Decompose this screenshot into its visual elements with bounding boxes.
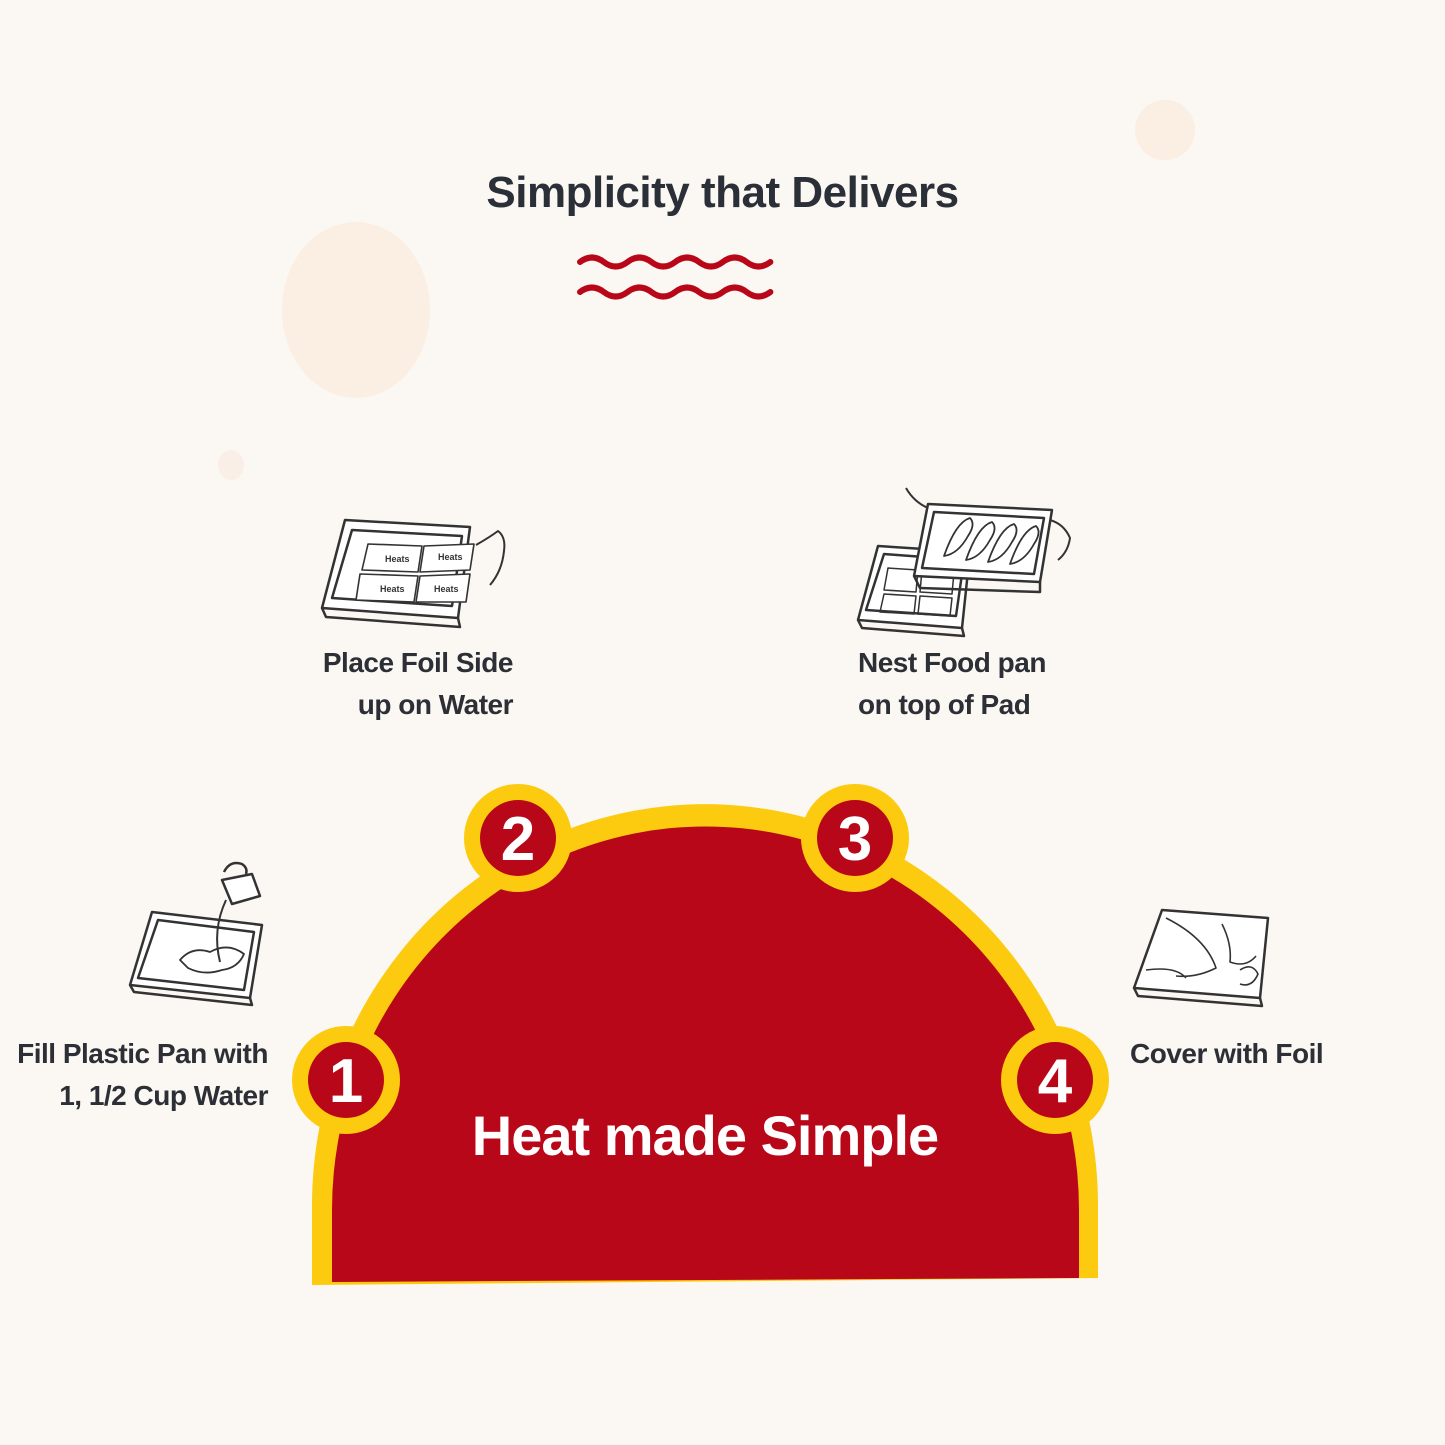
- svg-text:Heats: Heats: [434, 584, 459, 594]
- foil-covered-pan-icon: [1132, 908, 1270, 1008]
- step-number-1: 1: [329, 1047, 363, 1116]
- pad-in-pan-icon: Heats Heats Heats Heats: [320, 518, 506, 629]
- page-title: Simplicity that Delivers: [486, 168, 959, 217]
- svg-text:Heats: Heats: [380, 584, 405, 594]
- step-label-4: Cover with Foil: [1130, 1038, 1324, 1069]
- water-pour-pan-icon: [128, 861, 264, 1007]
- background-blob: [1135, 100, 1195, 160]
- step-label-2: Place Foil Side up on Water: [322, 647, 514, 720]
- semicircle-red-fill: [332, 826, 1079, 1282]
- background-blob: [282, 222, 430, 398]
- step-number-3: 3: [838, 805, 872, 874]
- step-label-3: Nest Food pan on top of Pad: [858, 647, 1046, 720]
- step-number-4: 4: [1038, 1047, 1073, 1116]
- svg-text:Heats: Heats: [438, 552, 463, 562]
- background-blob: [218, 450, 244, 480]
- center-heading: Heat made Simple: [471, 1104, 939, 1167]
- step-label-1: Fill Plastic Pan with 1, 1/2 Cup Water: [17, 1038, 268, 1111]
- step-badge-3: 3: [801, 784, 909, 892]
- food-pan-nest-icon: [856, 487, 1071, 638]
- step-badge-2: 2: [464, 784, 572, 892]
- step-number-2: 2: [501, 805, 535, 874]
- wavy-divider: [577, 254, 774, 300]
- step-badge-1: 1: [292, 1026, 400, 1134]
- svg-text:Heats: Heats: [385, 554, 410, 564]
- step-badge-4: 4: [1001, 1026, 1109, 1134]
